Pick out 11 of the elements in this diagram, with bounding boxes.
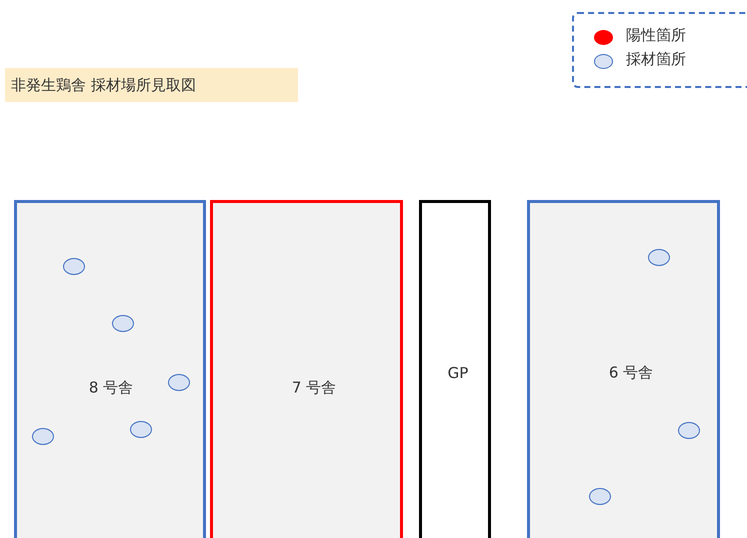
legend-label: 採材箇所 (626, 50, 686, 69)
building-outline (419, 200, 491, 538)
legend-label: 陽性箇所 (626, 26, 686, 45)
building-label: 7 号舎 (292, 378, 336, 398)
building-outline (14, 200, 206, 538)
title-banner: 非発生鶏舎 採材場所見取図 (5, 68, 298, 102)
building-label: 6 号舎 (608, 364, 654, 382)
building-label: 8 号舎 (88, 378, 134, 398)
building-label: GP (448, 364, 468, 382)
building-outline (527, 200, 720, 538)
building-outline (210, 200, 403, 538)
